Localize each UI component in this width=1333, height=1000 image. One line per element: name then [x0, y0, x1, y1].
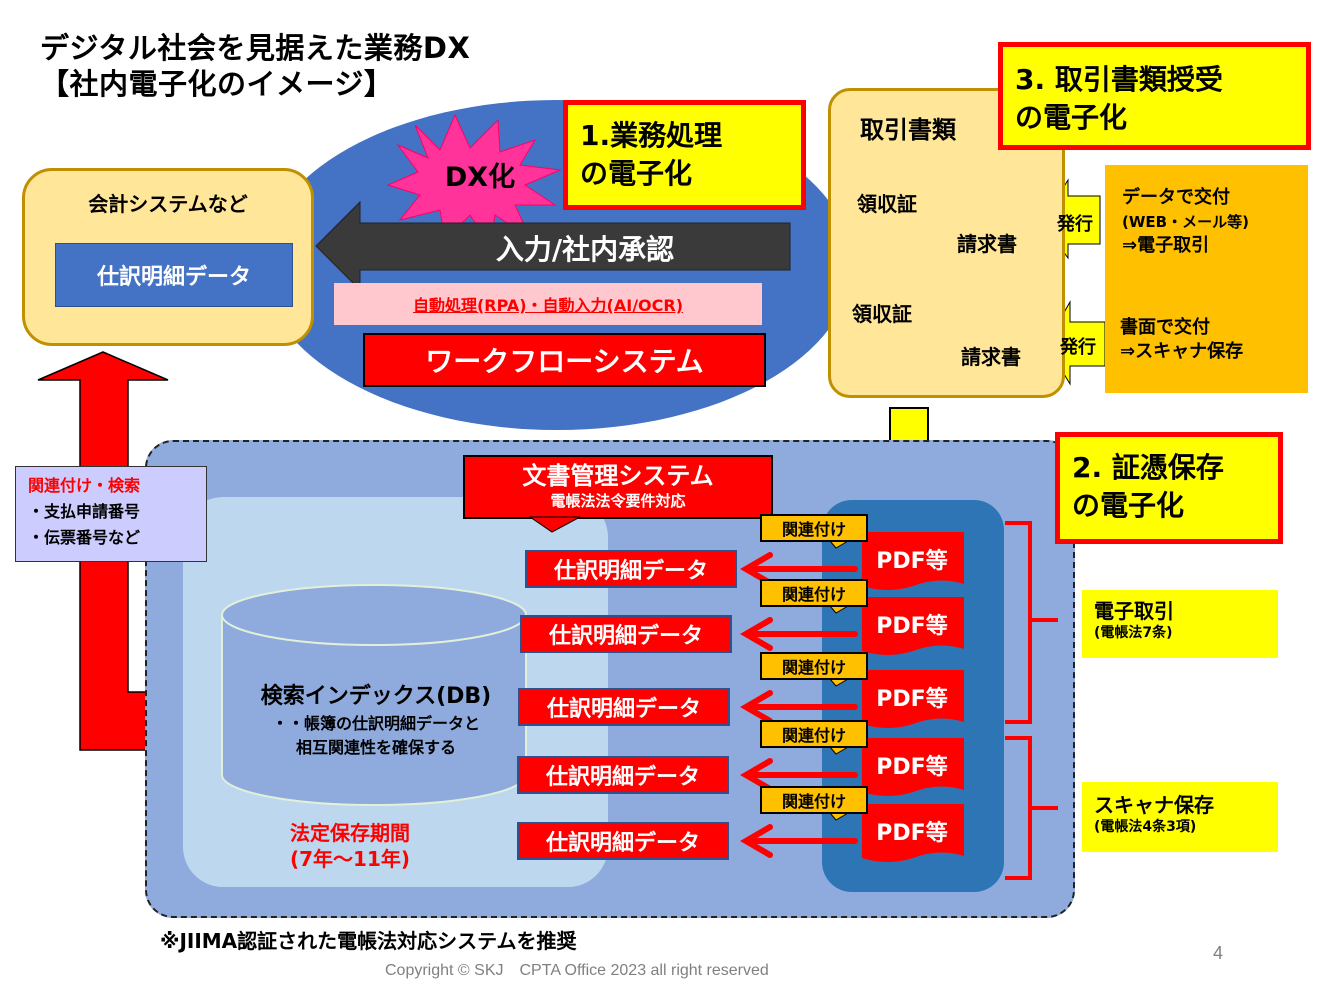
- pdf-document-icon: [862, 532, 964, 590]
- pdf-label: PDF等: [876, 549, 948, 574]
- copyright: Copyright © SKJ CPTA Office 2023 all rig…: [385, 962, 769, 979]
- delivery-electronic-line: ⇒電子取引: [1122, 235, 1210, 256]
- workflow-system-box: ワークフローシステム: [363, 333, 766, 387]
- callout-1-line-2: の電子化: [580, 157, 693, 190]
- input-approval-label: 入力/社内承認: [495, 233, 675, 266]
- delivery-paper-line: 書面で交付: [1120, 317, 1210, 338]
- accounting-system-title: 会計システムなど: [88, 192, 248, 216]
- link-arrow-icon: [740, 824, 858, 858]
- title-line-1: デジタル社会を見据えた業務DX: [40, 31, 471, 65]
- automation-label: 自動処理(RPA)・自動入力(AI/OCR): [412, 296, 684, 315]
- delivery-method-panel: [1105, 165, 1308, 393]
- journal-data-box: 仕訳明細データ: [517, 822, 729, 860]
- link-tag: 関連付け: [760, 786, 868, 814]
- link-arrow-icon: [740, 552, 858, 586]
- receipt-label: 領収証: [852, 302, 912, 326]
- link-search-item: ・支払申請番号: [28, 502, 141, 521]
- title-line-2: 【社内電子化のイメージ】: [40, 67, 394, 101]
- bracket-scanner: [1005, 736, 1058, 880]
- link-arrow-icon: [740, 617, 858, 651]
- invoice-label: 請求書: [961, 345, 1021, 369]
- delivery-electronic-line: (WEB・メール等): [1122, 213, 1249, 231]
- callout-2-line-2: の電子化: [1072, 489, 1185, 522]
- journal-data-box: 仕訳明細データ: [518, 688, 730, 726]
- law-label-article: (電帳法4条3項): [1094, 819, 1197, 835]
- retention-line: 法定保存期間: [290, 821, 410, 845]
- callout-1-line-1: 1.業務処理: [580, 119, 723, 152]
- link-tag: 関連付け: [760, 514, 868, 542]
- input-arrow-icon: [315, 200, 791, 292]
- footer-note: ※JIIMA認証された電帳法対応システムを推奨: [160, 929, 577, 953]
- search-index-desc-line: ・・帳簿の仕訳明細データと: [271, 714, 480, 733]
- callout-3-line-2: の電子化: [1015, 101, 1128, 134]
- law-label-scanner: スキャナ保存 (電帳法4条3項): [1082, 782, 1278, 852]
- trade-documents-title: 取引書類: [860, 116, 956, 144]
- database-icon: [221, 615, 527, 806]
- pdf-label: PDF等: [876, 687, 948, 712]
- link-tag: 関連付け: [760, 579, 868, 607]
- issue-label: 発行: [1060, 337, 1096, 358]
- pdf-document-icon: [862, 804, 964, 862]
- pdf-label: PDF等: [876, 614, 948, 639]
- law-label-name: 電子取引: [1094, 599, 1174, 623]
- accounting-journal-data: 仕訳明細データ: [55, 243, 293, 307]
- journal-data-box: 仕訳明細データ: [517, 756, 729, 794]
- bracket-electronic: [1005, 521, 1058, 724]
- issue-label: 発行: [1057, 214, 1093, 235]
- law-label-name: スキャナ保存: [1094, 793, 1214, 817]
- automation-bar: [334, 283, 762, 325]
- doc-mgmt-subtitle: 電帳法法令要件対応: [550, 492, 686, 510]
- link-tag: 関連付け: [760, 652, 868, 680]
- journal-data-box: 仕訳明細データ: [525, 550, 737, 588]
- callout-2-line-1: 2. 証憑保存: [1072, 451, 1224, 484]
- retention-period: 法定保存期間 (7年〜11年): [240, 820, 460, 872]
- dx-burst-label: DX化: [444, 162, 516, 193]
- search-index-desc: ・・帳簿の仕訳明細データと 相互関連性を確保する: [226, 712, 526, 760]
- search-index-title: 検索インデックス(DB): [260, 684, 492, 709]
- callout-3-line-1: 3. 取引書類授受: [1015, 63, 1223, 96]
- link-search-item: ・伝票番号など: [28, 528, 141, 547]
- delivery-electronic-line: データで交付: [1122, 187, 1230, 208]
- link-arrow-icon: [740, 758, 858, 792]
- retention-line: (7年〜11年): [289, 847, 411, 871]
- pdf-document-icon: [862, 597, 964, 655]
- callout-business-process: 1.業務処理 の電子化: [563, 100, 806, 210]
- link-search-box: 関連付け・検索 ・支払申請番号 ・伝票番号など: [15, 466, 207, 562]
- delivery-paper: 書面で交付 ⇒スキャナ保存: [1120, 316, 1243, 364]
- delivery-electronic: データで交付 (WEB・メール等) ⇒電子取引: [1122, 186, 1249, 258]
- law-label-electronic: 電子取引 (電帳法7条): [1082, 590, 1278, 658]
- document-management-system: 文書管理システム 電帳法法令要件対応: [463, 455, 773, 519]
- callout-trade-documents: 3. 取引書類授受 の電子化: [998, 42, 1311, 150]
- page-number: 4: [1213, 943, 1224, 963]
- doc-mgmt-title: 文書管理システム: [522, 462, 714, 490]
- pdf-label: PDF等: [876, 821, 948, 846]
- link-tag: 関連付け: [760, 720, 868, 748]
- journal-data-box: 仕訳明細データ: [520, 615, 732, 653]
- slide-title: デジタル社会を見据えた業務DX 【社内電子化のイメージ】: [40, 30, 470, 102]
- law-label-article: (電帳法7条): [1094, 625, 1173, 641]
- link-search-title: 関連付け・検索: [28, 476, 141, 495]
- pdf-document-icon: [862, 670, 964, 728]
- invoice-label: 請求書: [957, 232, 1017, 256]
- search-index-desc-line: 相互関連性を確保する: [295, 738, 456, 757]
- delivery-paper-line: ⇒スキャナ保存: [1120, 341, 1244, 362]
- callout-evidence-storage: 2. 証憑保存 の電子化: [1055, 432, 1283, 544]
- pdf-label: PDF等: [876, 755, 948, 780]
- pdf-document-icon: [862, 738, 964, 796]
- receipt-label: 領収証: [857, 192, 917, 216]
- link-arrow-icon: [740, 690, 858, 724]
